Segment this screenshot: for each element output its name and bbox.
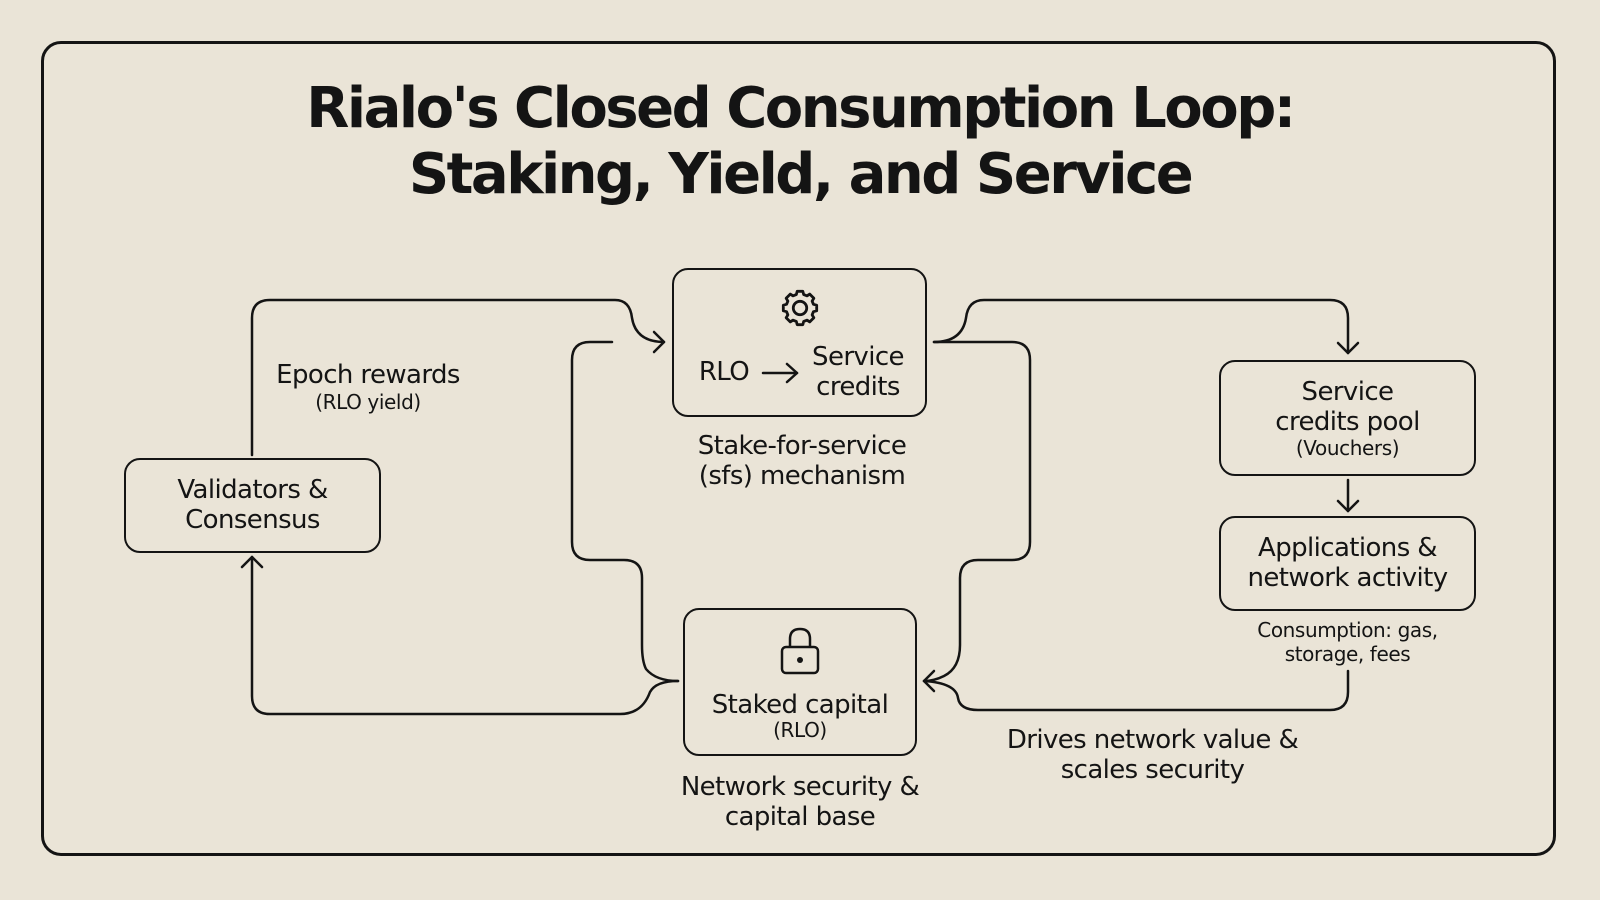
apps-caption-line-1: Consumption: gas,: [1257, 618, 1438, 642]
pool-label-line-2: credits pool: [1275, 407, 1420, 437]
diagram-frame: [41, 41, 1556, 856]
apps-label-line-1: Applications &: [1258, 533, 1438, 563]
staked-caption-line-2: capital base: [724, 802, 876, 832]
apps-label-line-2: network activity: [1247, 563, 1448, 593]
sfs-input-label: RLO: [698, 357, 750, 387]
lock-icon: [780, 627, 820, 675]
staked-capital-label: Staked capital: [711, 690, 889, 720]
arrowhead-into-sfs: [652, 330, 666, 354]
validators-label-line-2: Consensus: [185, 505, 320, 535]
sfs-node: [672, 268, 927, 417]
validators-label-line-1: Validators &: [177, 475, 328, 505]
title-line-2: Staking, Yield, and Service: [408, 142, 1194, 207]
epoch-rewards-label: Epoch rewards: [276, 360, 460, 390]
arrowhead-into-staked: [922, 669, 936, 693]
sfs-output-label-line-2: credits: [816, 372, 900, 402]
arrow-right-icon: [761, 362, 799, 384]
connector-sfs-to-pool: [932, 298, 1350, 355]
pool-label-line-1: Service: [1301, 377, 1395, 407]
arrowhead-into-apps: [1336, 499, 1360, 513]
connector-staked-to-sfs: [570, 340, 680, 683]
gear-icon: [781, 289, 819, 327]
validators-node: [124, 458, 381, 553]
sfs-caption-line-1: Stake-for-service: [697, 431, 907, 461]
apps-caption-line-2: storage, fees: [1284, 642, 1411, 666]
arrowhead-into-pool: [1336, 341, 1360, 355]
diagram-title: Rialo's Closed Consumption Loop: Staking…: [0, 76, 1600, 208]
connector-sfs-to-staked: [922, 340, 1032, 683]
pool-sublabel: (Vouchers): [1295, 436, 1400, 460]
connector-apps-to-staked: [922, 669, 1350, 712]
drives-value-label-line-1: Drives network value &: [1006, 725, 1299, 755]
drives-value-label-line-2: scales security: [1060, 755, 1245, 785]
staked-capital-sublabel: (RLO): [773, 718, 827, 742]
connector-staked-to-validators: [250, 555, 680, 716]
connector-validators-to-sfs: [250, 298, 666, 457]
sfs-output-label-line-1: Service: [812, 342, 905, 372]
sfs-caption-line-2: (sfs) mechanism: [698, 461, 906, 491]
title-line-1: Rialo's Closed Consumption Loop:: [306, 76, 1296, 141]
staked-capital-node: [683, 608, 917, 756]
applications-node: [1219, 516, 1476, 611]
epoch-rewards-sublabel: (RLO yield): [315, 390, 421, 414]
service-credits-pool-node: [1219, 360, 1476, 476]
staked-caption-line-1: Network security &: [680, 772, 920, 802]
arrowhead-into-validators: [240, 555, 264, 569]
